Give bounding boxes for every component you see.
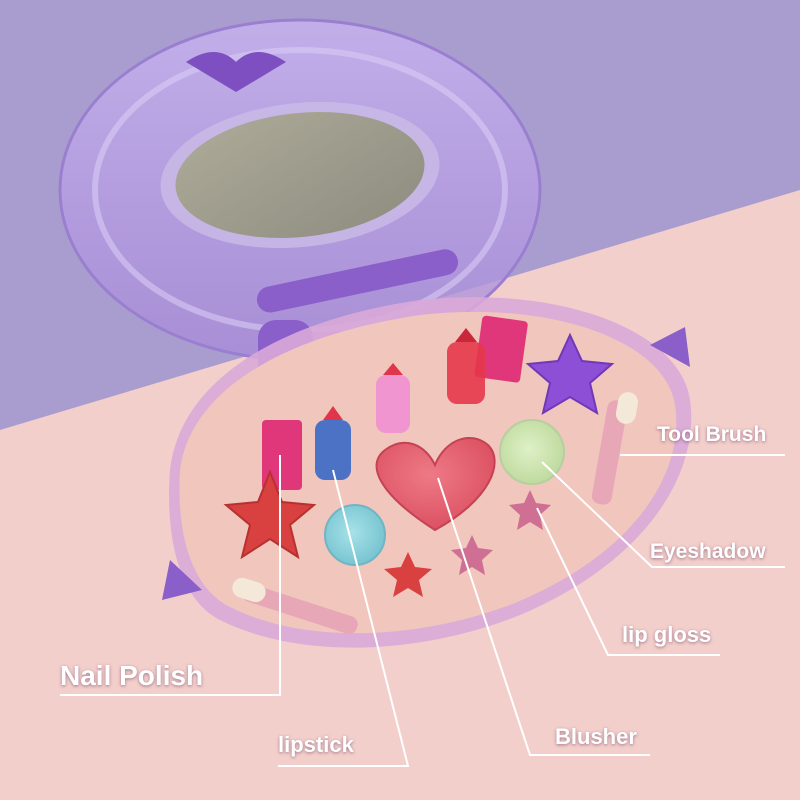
mirror bbox=[175, 111, 425, 239]
label-lip-gloss: lip gloss bbox=[622, 622, 712, 647]
eyeshadow-blue bbox=[324, 504, 386, 566]
callout-lines bbox=[60, 454, 785, 767]
lipstick-pink bbox=[376, 363, 410, 433]
heart-blusher bbox=[375, 436, 496, 532]
tool-brush-left bbox=[232, 577, 358, 635]
label-tool-brush: Tool Brush bbox=[657, 423, 767, 446]
label-nail-polish: Nail Polish bbox=[60, 660, 204, 691]
star-red bbox=[384, 552, 432, 597]
tool-brush-right bbox=[591, 392, 639, 505]
bow-clasp bbox=[186, 52, 286, 92]
nail-polish-bottle-purple bbox=[474, 315, 615, 416]
label-eyeshadow: Eyeshadow bbox=[650, 540, 766, 563]
nail-polish-bottle-red bbox=[223, 420, 317, 560]
hinge-bar bbox=[256, 249, 459, 313]
star-lip-gloss bbox=[509, 490, 551, 530]
label-lipstick: lipstick bbox=[278, 732, 354, 757]
star-pink bbox=[451, 535, 493, 575]
label-blusher: Blusher bbox=[555, 724, 637, 749]
lipstick-red bbox=[447, 328, 485, 404]
lipstick-blue bbox=[315, 406, 351, 480]
